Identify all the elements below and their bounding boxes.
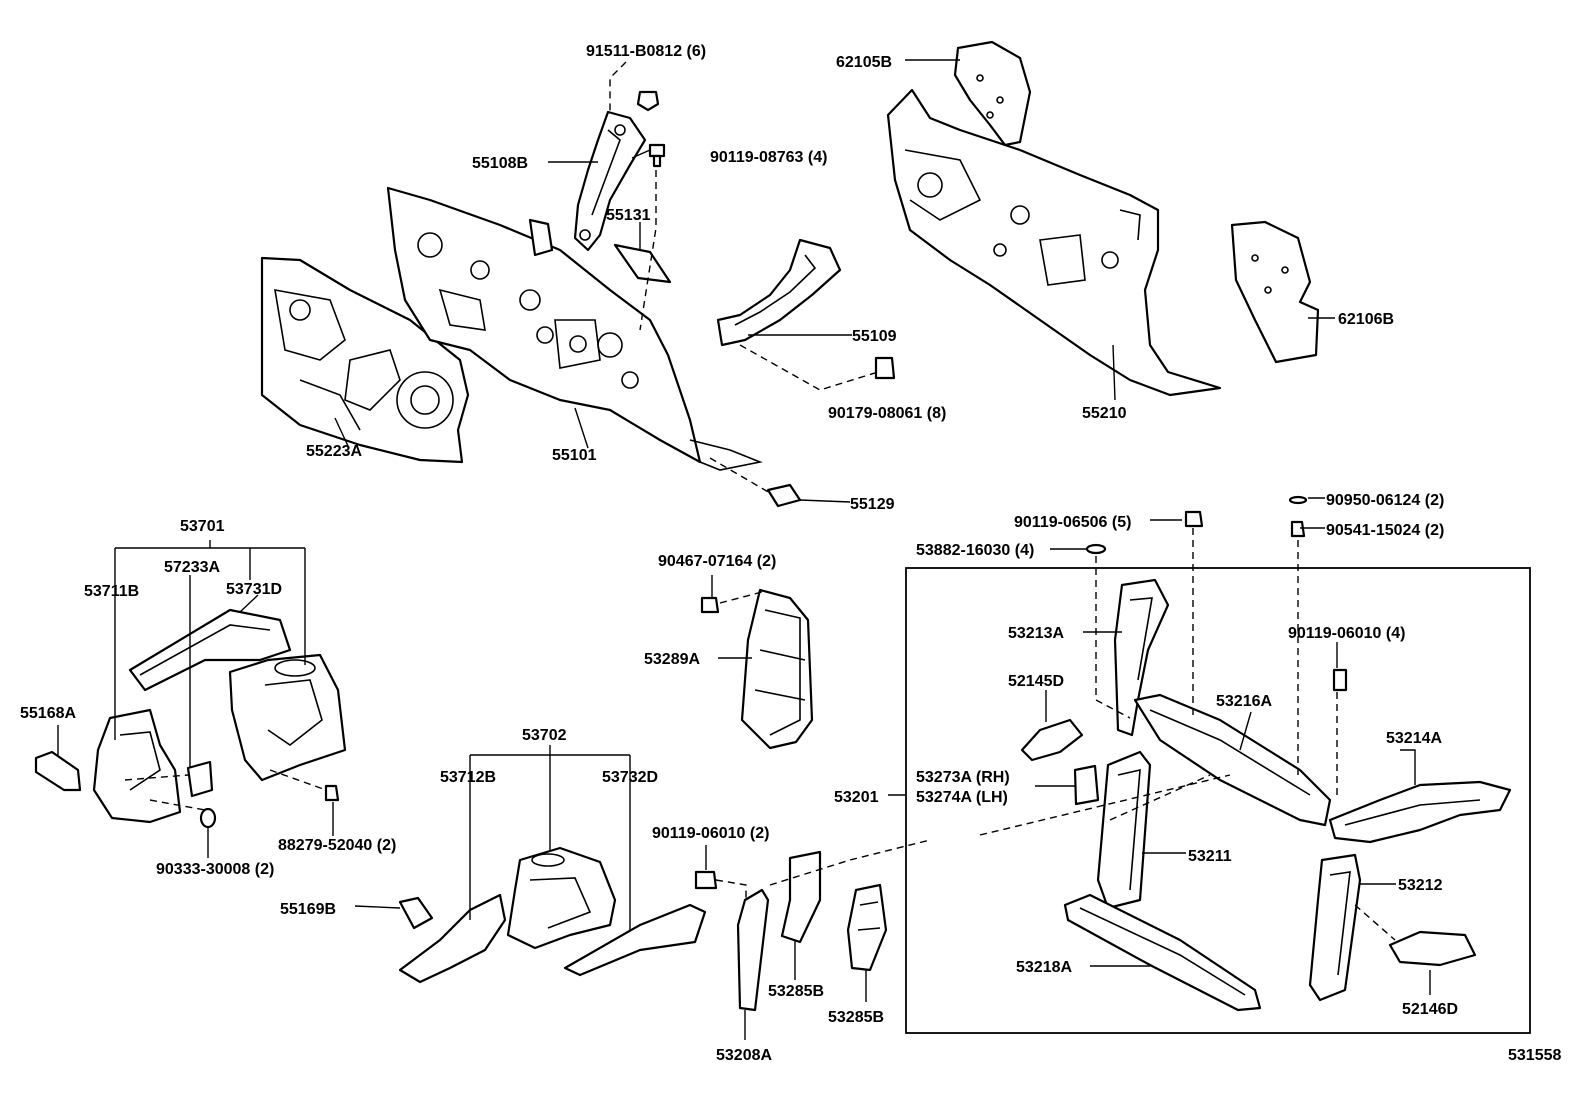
- label-55101: 55101: [552, 447, 597, 464]
- part-55169B-bracket: [398, 896, 434, 930]
- part-53702-suspension-support: [506, 846, 617, 950]
- part-55210-dash-panel: [886, 88, 1222, 397]
- label-53701: 53701: [180, 518, 225, 535]
- part-62105B-plate: [953, 40, 1032, 147]
- part-52145D-bracket: [1020, 718, 1084, 762]
- label-91511: 91511-B0812 (6): [586, 43, 706, 60]
- part-55223A-insulator: [260, 256, 470, 464]
- label-62105B: 62105B: [836, 54, 892, 71]
- label-55109: 55109: [852, 328, 897, 345]
- grommet-88279: [324, 784, 340, 802]
- label-90119-08763: 90119-08763 (4): [710, 149, 827, 166]
- label-53711B: 53711B: [84, 583, 139, 600]
- label-55223A: 55223A: [306, 443, 362, 460]
- fasteners-radiator-support: [1085, 495, 1348, 692]
- part-52146D-bracket: [1388, 930, 1477, 967]
- part-55109-brace: [716, 238, 842, 347]
- label-52146D: 52146D: [1402, 1001, 1458, 1018]
- label-53285B-a: 53285B: [768, 983, 824, 1000]
- bolt-90119-06010b: [694, 870, 718, 890]
- part-53731D-suspension-support: [228, 653, 347, 782]
- label-90541: 90541-15024 (2): [1326, 522, 1444, 539]
- part-53289A-seal: [740, 588, 814, 750]
- part-53712B-apron: [398, 893, 507, 984]
- label-53882: 53882-16030 (4): [916, 542, 1034, 559]
- label-53216A: 53216A: [1216, 693, 1272, 710]
- label-53211: 53211: [1188, 848, 1232, 865]
- part-labels: 91511-B0812 (6) 55108B 90119-08763 (4) 5…: [20, 43, 1561, 1064]
- label-55168A: 55168A: [20, 705, 76, 722]
- bolt-90467: [700, 596, 720, 614]
- part-55101-dash-panel: [386, 186, 763, 471]
- label-90333: 90333-30008 (2): [156, 861, 274, 878]
- part-57233A-rail: [128, 608, 292, 692]
- part-53273A-bracket: [1073, 764, 1100, 806]
- part-53208A-brace: [736, 888, 770, 1012]
- part-53285B-seal-b: [846, 883, 888, 972]
- label-62106B: 62106B: [1338, 311, 1394, 328]
- label-55129: 55129: [850, 496, 895, 513]
- label-53212: 53212: [1398, 877, 1443, 894]
- label-53712B: 53712B: [440, 769, 496, 786]
- bolt-90119-08763: [648, 143, 666, 168]
- part-62106B-plate: [1230, 220, 1320, 364]
- label-90119-06506: 90119-06506 (5): [1014, 514, 1131, 531]
- label-55169B: 55169B: [280, 901, 336, 918]
- label-90119-06010b: 90119-06010 (2): [652, 825, 769, 842]
- label-53274A: 53274A (LH): [916, 789, 1008, 806]
- label-53732D: 53732D: [602, 769, 658, 786]
- label-90467: 90467-07164 (2): [658, 553, 776, 570]
- label-90119-06010a: 90119-06010 (4): [1288, 625, 1405, 642]
- label-53702: 53702: [522, 727, 567, 744]
- part-53214A-support: [1328, 780, 1512, 844]
- label-53731D: 53731D: [226, 581, 282, 598]
- part-53211-side-support: [1096, 750, 1152, 910]
- label-53218A: 53218A: [1016, 959, 1072, 976]
- label-53289A: 53289A: [644, 651, 700, 668]
- part-53732D-rail: [563, 903, 707, 977]
- part-55108B-bracket: [573, 110, 647, 252]
- nut-90179: [874, 356, 896, 380]
- label-90179: 90179-08061 (8): [828, 405, 946, 422]
- label-88279: 88279-52040 (2): [278, 837, 396, 854]
- label-53201: 53201: [834, 789, 879, 806]
- diagram-id: 531558: [1508, 1047, 1561, 1064]
- label-55131: 55131: [606, 207, 651, 224]
- part-55168A-bracket: [34, 750, 82, 792]
- part-53711B-apron: [92, 708, 214, 824]
- label-55108B: 55108B: [472, 155, 528, 172]
- label-52145D: 52145D: [1008, 673, 1064, 690]
- part-55131-plate: [613, 243, 672, 284]
- leader-lines: [57, 59, 1431, 1040]
- plug-90333: [199, 807, 217, 829]
- part-53218A-lower-support: [1063, 893, 1262, 1012]
- label-53208A: 53208A: [716, 1047, 772, 1064]
- assembly-frame-53201: [905, 567, 1531, 1034]
- part-53216A-upper-support: [1133, 693, 1332, 827]
- label-90950: 90950-06124 (2): [1326, 492, 1444, 509]
- part-53285B-seal-a: [780, 850, 822, 944]
- label-53213A: 53213A: [1008, 625, 1064, 642]
- part-55129-pad: [766, 483, 802, 508]
- bolt-91511: [636, 90, 660, 112]
- label-53273A: 53273A (RH): [916, 769, 1010, 786]
- label-55210: 55210: [1082, 405, 1127, 422]
- label-53285B-b: 53285B: [828, 1009, 884, 1026]
- label-53214A: 53214A: [1386, 730, 1442, 747]
- part-53212-side-support: [1308, 853, 1362, 1002]
- label-57233A: 57233A: [164, 559, 220, 576]
